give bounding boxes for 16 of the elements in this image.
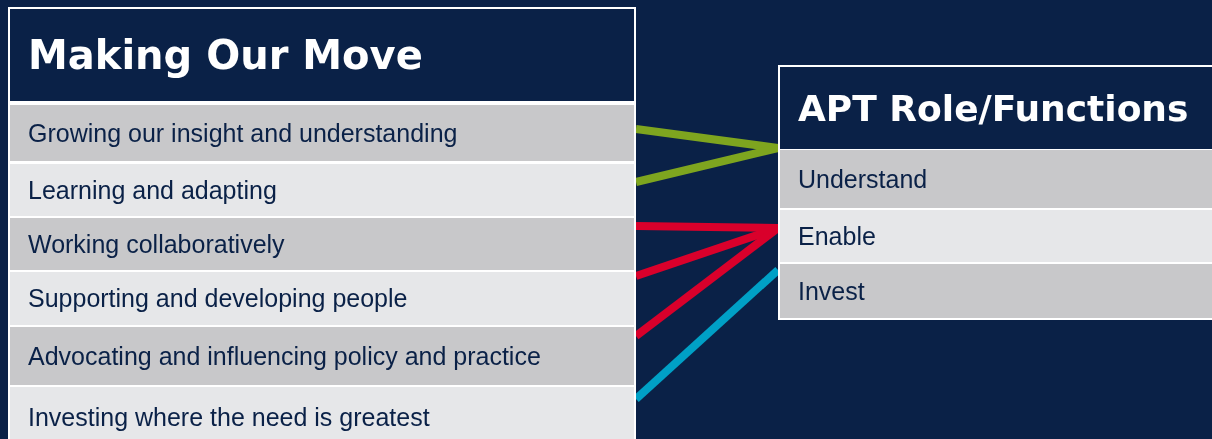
- table-panel: [8, 7, 636, 439]
- table-row: Understand: [780, 150, 1212, 208]
- table-row: Working collaboratively: [10, 218, 634, 270]
- panel-heading: APT Role/Functions: [780, 67, 1212, 149]
- connector-line: [633, 267, 781, 402]
- table-row: Supporting and developing people: [10, 272, 634, 325]
- connector-line: [635, 222, 779, 232]
- table-row: Invest: [780, 264, 1212, 318]
- table-row: Growing our insight and understanding: [10, 105, 634, 161]
- table-row: Investing where the need is greatest: [10, 387, 634, 439]
- panel-heading: Making Our Move: [10, 9, 634, 101]
- connector-line: [635, 125, 779, 152]
- table-panel: [778, 65, 1212, 320]
- table-row: Advocating and influencing policy and practice: [10, 327, 634, 385]
- table-row: Learning and adapting: [10, 164, 634, 216]
- table-row: Enable: [780, 210, 1212, 262]
